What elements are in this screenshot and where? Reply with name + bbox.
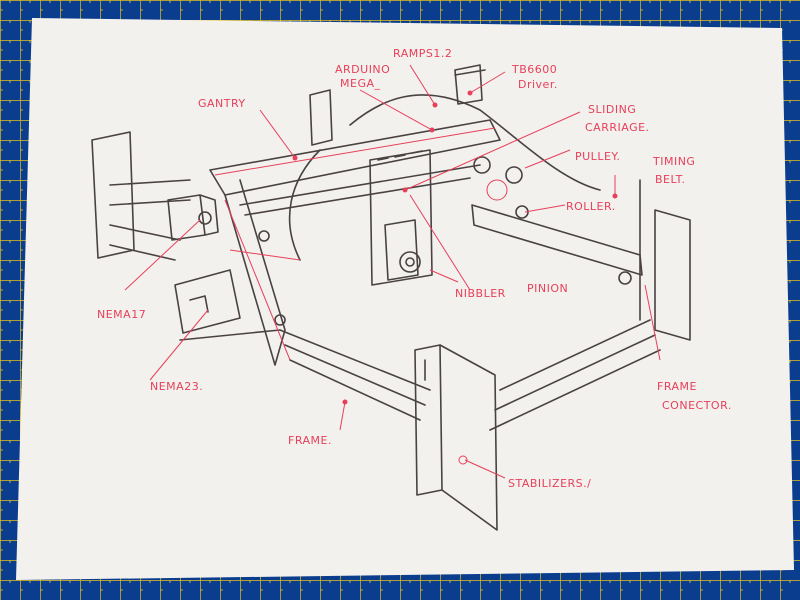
label-mega: MEGA_ (340, 77, 381, 90)
label-nema23: NEMA23. (150, 380, 203, 393)
label-frame-connector-1: FRAME (657, 380, 697, 393)
paper-sheet (16, 18, 794, 580)
label-carriage: CARRIAGE. (585, 121, 650, 134)
label-ramps: RAMPS1.2 (393, 47, 452, 60)
label-tb6600: TB6600 (511, 63, 557, 76)
label-nema17: NEMA17 (97, 308, 146, 321)
label-arduino: ARDUINO (335, 63, 390, 76)
label-gantry: GANTRY (198, 97, 246, 110)
label-sliding: SLIDING (588, 103, 636, 116)
label-frame: FRAME. (288, 434, 332, 447)
label-pulley: PULLEY. (575, 150, 620, 163)
label-frame-connector-2: CONECTOR. (662, 399, 732, 412)
annotations: ARDUINO MEGA_ RAMPS1.2 TB6600 Driver. GA… (97, 47, 732, 490)
label-nibbler: NIBBLER (455, 287, 506, 300)
label-stabilizers: STABILIZERS./ (508, 477, 591, 490)
label-belt: BELT. (655, 173, 686, 186)
label-driver: Driver. (518, 78, 558, 91)
label-timing: TIMING (652, 155, 695, 168)
label-pinion: PINION (527, 282, 568, 295)
label-roller: ROLLER. (566, 200, 616, 213)
